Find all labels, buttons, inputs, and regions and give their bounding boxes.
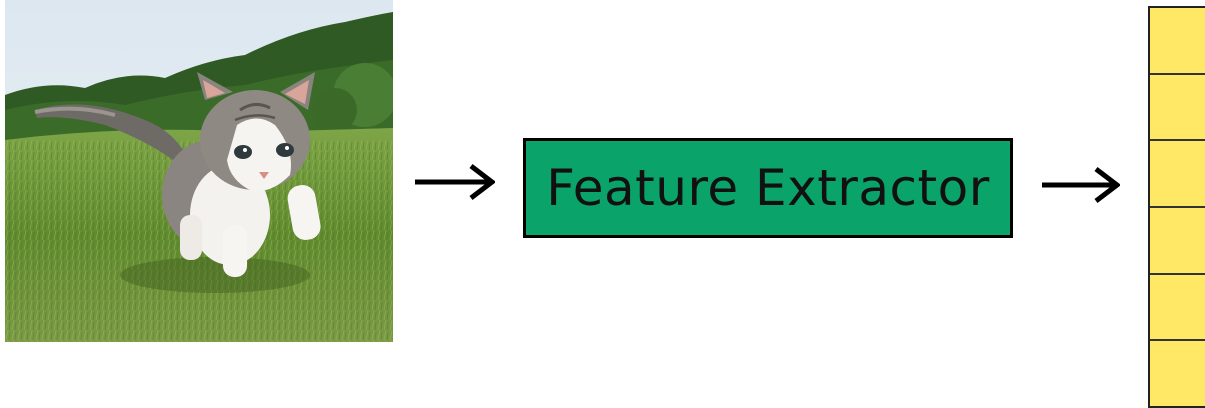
feature-vector-cell: [1150, 341, 1205, 408]
arrow-right-icon: [415, 164, 495, 200]
feature-vector-cell: [1150, 8, 1205, 75]
feature-vector-cell: [1150, 141, 1205, 209]
feature-extractor-box: Feature Extractor: [523, 138, 1013, 238]
arrow-right-icon: [1042, 167, 1120, 203]
feature-vector: [1148, 6, 1205, 408]
feature-vector-cell: [1150, 208, 1205, 275]
feature-vector-cell: [1150, 75, 1205, 142]
feature-vector-cell: [1150, 275, 1205, 342]
input-kitten-image: [5, 0, 393, 342]
feature-extractor-label: Feature Extractor: [546, 159, 990, 217]
kitten-photo-icon: [5, 0, 393, 342]
